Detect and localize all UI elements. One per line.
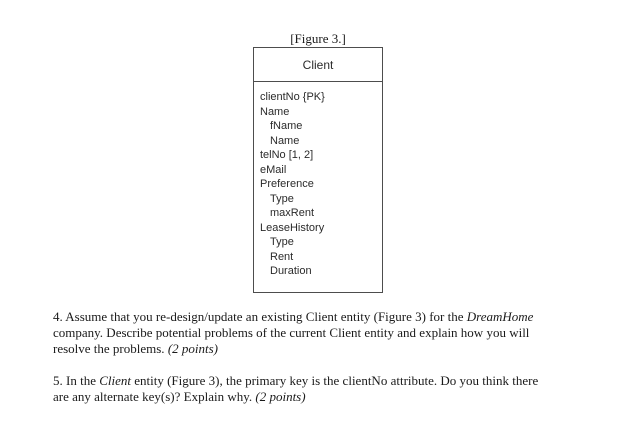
italic-text: (2 points) [167,341,219,356]
text: entity (Figure 3), the primary key is th… [131,373,539,388]
entity-attribute: Duration [270,265,312,277]
entity-attribute: clientNo {PK} [260,91,325,103]
text: resolve the problems. [53,341,168,356]
question-5: 5. In the Client entity (Figure 3), the … [53,373,598,405]
text: 4. Assume that you re-design/update an e… [53,309,467,324]
entity-attribute: fName [270,120,303,132]
italic-text: Client [99,373,131,388]
text: 5. In the [53,373,100,388]
text: are any alternate key(s)? Explain why. [53,389,256,404]
entity-attribute: Preference [260,178,314,190]
entity-attribute: maxRent [270,207,315,219]
figure-caption: [Figure 3.] [290,31,346,46]
question-line: 4. Assume that you re-design/update an e… [53,309,598,325]
question-line: resolve the problems. (2 points) [53,341,598,357]
text: company. Describe potential problems of … [53,325,530,340]
figure-3: [Figure 3.] Client clientNo {PK} Name fNam… [253,31,383,293]
question-line: company. Describe potential problems of … [53,325,598,341]
entity-title: Client [254,48,382,82]
entity-attribute: Rent [270,250,294,263]
question-line: are any alternate key(s)? Explain why. (… [53,389,598,405]
entity-attribute: Name [270,134,300,147]
entity-attribute: Type [270,192,294,205]
italic-text: (2 points) [255,389,306,404]
entity-attribute: Type [270,236,294,248]
entity-attribute: LeaseHistory [260,221,325,234]
question-line: 5. In the Client entity (Figure 3), the … [53,373,598,389]
entity-attribute: Name [260,105,290,118]
question-4: 4. Assume that you re-design/update an e… [53,309,598,357]
italic-text: DreamHome [466,309,534,324]
entity-attribute: eMail [260,163,287,176]
entity-attribute: telNo [1, 2] [260,149,314,161]
